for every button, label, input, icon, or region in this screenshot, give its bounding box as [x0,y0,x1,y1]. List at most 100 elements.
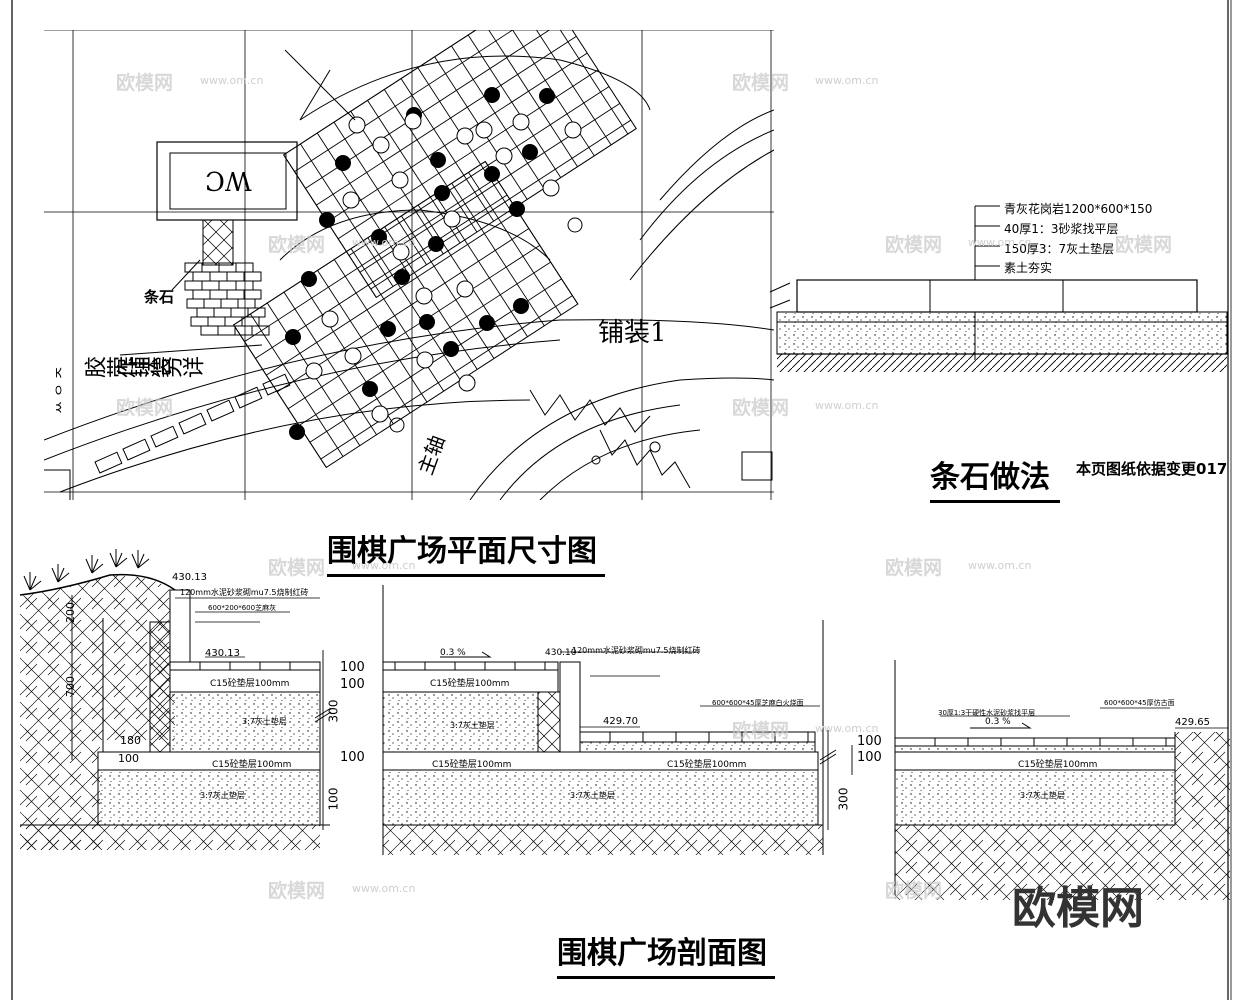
strip-stone-label: 条石 [144,288,175,306]
elevation-5: 429.65 [1175,717,1210,728]
white-stone [371,405,389,423]
brick [200,325,219,336]
black-stone [380,321,396,337]
black-stone [301,271,317,287]
board-line [250,313,344,457]
brick [217,325,236,336]
go-board-lower [232,160,579,469]
board-line [300,143,394,287]
brick [190,316,209,327]
brick [226,271,245,282]
slope-label-2: 0.3 % [985,717,1011,727]
edging-block [262,373,291,396]
plan-title: 围棋广场平面尺寸图 [327,526,605,577]
brick [209,289,228,300]
dim-100b: 100 [340,660,365,675]
edging-block [150,425,179,448]
brick [235,280,254,291]
dim-300b: 300 [836,787,851,811]
board-line [484,161,579,305]
board-line [484,30,578,167]
dim-100c: 100 [340,677,365,692]
go-board-upper [282,30,637,299]
brick [230,307,249,318]
brick [220,298,239,309]
edging-blocks [94,373,291,474]
black-stone [419,314,435,330]
white-stone [416,351,434,369]
revision-note: 本页图纸依据变更017 [1076,460,1228,478]
board-line [417,204,512,348]
white-stone [391,171,409,189]
board-line [298,261,551,426]
board-line [337,69,599,240]
white-stone [344,347,362,365]
white-stone [404,112,422,130]
c15-label-1: C15砼垫层100mm [212,760,292,770]
watermark-domain: www.om.cn [352,236,416,249]
layer-label-4: 素土夯实 [1004,261,1053,275]
dim-100a: 100 [118,752,139,765]
brick [201,280,220,291]
elevation-2: 430.13 [205,648,240,659]
dim-180: 180 [120,734,141,747]
section-segment-3 [894,660,1230,900]
grass-tuft [85,555,104,574]
board-line [244,177,497,342]
brick [243,289,262,300]
brick [237,298,256,309]
board-line [451,182,545,327]
watermark-domain: www.om.cn [815,722,879,735]
wc-label: WC [205,165,252,195]
layer-label-2: 40厚1：3砂浆找平层 [1004,222,1119,236]
bed-note: 30厚1:3干硬性水泥砂浆找平层 [938,709,1036,717]
board-line [317,270,411,414]
watermark-domain: www.om.cn [968,236,1032,249]
board-line [316,35,577,206]
board-line [501,30,595,157]
white-stone [456,127,474,145]
lime-label-2: 3:7灰土垫层 [450,721,495,730]
board-line [467,34,562,178]
white-stone [564,121,582,139]
watermark: 欧模网 [1115,234,1173,256]
white-stone [305,362,323,380]
go-stones [285,87,582,440]
black-stone [289,424,305,440]
white-stone [342,191,360,209]
black-stone [484,87,500,103]
white-stone [321,310,339,328]
brick [186,298,205,309]
paving-note: 600*600*45厚芝麻白火烧面 [712,699,804,707]
board-line [401,215,495,359]
watermark-domain: www.om.cn [352,559,416,572]
white-stone [495,147,513,165]
section-view [19,549,1230,900]
brick [213,307,232,318]
c15-label-6: C15砼垫层100mm [432,760,512,770]
brick [243,271,262,282]
board-line [283,30,544,156]
watermark: 欧模网 [732,72,790,94]
watermark-domain: www.om.cn [815,74,879,87]
brick [235,262,254,273]
brick [226,289,245,300]
white-stone [415,287,433,305]
black-stone [371,229,387,245]
grass-tuft [51,564,70,583]
white-stone [348,116,366,134]
board-line [320,295,573,460]
c15-label-2: C15砼垫层100mm [430,679,510,689]
lime-label-3: 3:7灰土垫层 [570,791,615,800]
axis-marks-label: ᄊ ᄋ ᄌ [54,366,71,414]
white-stone [512,113,530,131]
layer-label-3: 150厚3：7灰土垫层 [1004,242,1115,256]
board-line [400,78,495,222]
c15-label-5: C15砼垫层100mm [210,679,290,689]
watermark: 欧模网 [885,557,943,579]
board-line [348,86,610,256]
watermark-domain: www.om.cn [352,882,416,895]
board-line [534,30,629,135]
black-stone [319,212,335,228]
dim-100e: 100 [857,734,882,749]
